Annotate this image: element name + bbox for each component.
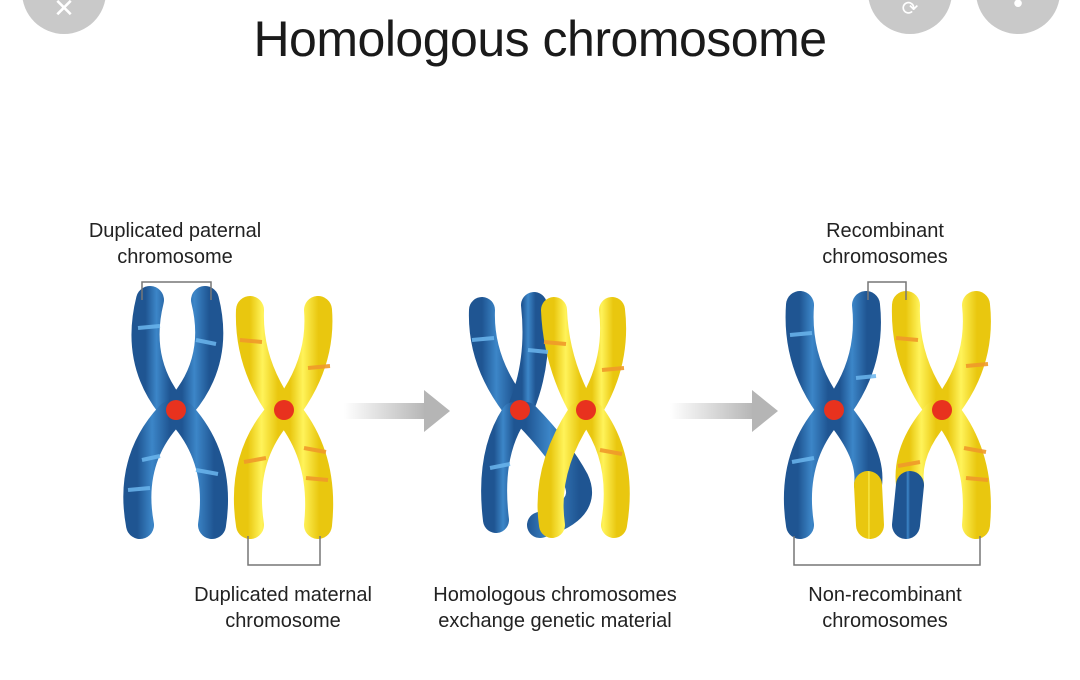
- paternal-label-line-2: chromosome: [117, 246, 233, 268]
- arrow-right-icon: [670, 390, 778, 432]
- centromere: [824, 400, 844, 420]
- recombinant-label: Recombinant chromosomes: [780, 218, 990, 270]
- paternal-bracket: [141, 281, 212, 300]
- non-recombinant-label-line-2: chromosomes: [822, 610, 948, 632]
- page-title: Homologous chromosome: [253, 11, 827, 67]
- paternal-chromosome: [123, 286, 228, 539]
- maternal-chromosome: [233, 296, 334, 539]
- recombinant-label-line-1: Recombinant: [826, 220, 944, 242]
- exchange-label-line-1: Homologous chromosomes: [433, 584, 677, 606]
- arrow-right-icon: [344, 390, 450, 432]
- centromere: [274, 400, 294, 420]
- centromere: [510, 400, 530, 420]
- maternal-label-line-2: chromosome: [225, 610, 341, 632]
- more-icon: •: [1010, 0, 1026, 20]
- centromere: [166, 400, 186, 420]
- centromere: [576, 400, 596, 420]
- maternal-bracket: [247, 536, 321, 566]
- paternal-label: Duplicated paternal chromosome: [60, 218, 290, 270]
- close-icon: ✕: [53, 0, 75, 24]
- centromere: [932, 400, 952, 420]
- recombinant-bracket: [867, 281, 907, 300]
- crossing-over-chromosomes: [468, 292, 630, 538]
- recombinant-chromosomes: [783, 291, 991, 539]
- non-recombinant-label-line-1: Non-recombinant: [808, 584, 962, 606]
- recombinant-label-line-2: chromosomes: [822, 246, 948, 268]
- exchange-label-line-2: exchange genetic material: [438, 610, 672, 632]
- maternal-label-line-1: Duplicated maternal: [194, 584, 372, 606]
- non-recombinant-label: Non-recombinant chromosomes: [780, 582, 990, 634]
- paternal-label-line-1: Duplicated paternal: [88, 220, 262, 242]
- non-recombinant-bracket: [793, 536, 981, 566]
- maternal-label: Duplicated maternal chromosome: [168, 582, 398, 634]
- link-icon: ⟳: [901, 0, 919, 20]
- exchange-label: Homologous chromosomes exchange genetic …: [410, 582, 700, 634]
